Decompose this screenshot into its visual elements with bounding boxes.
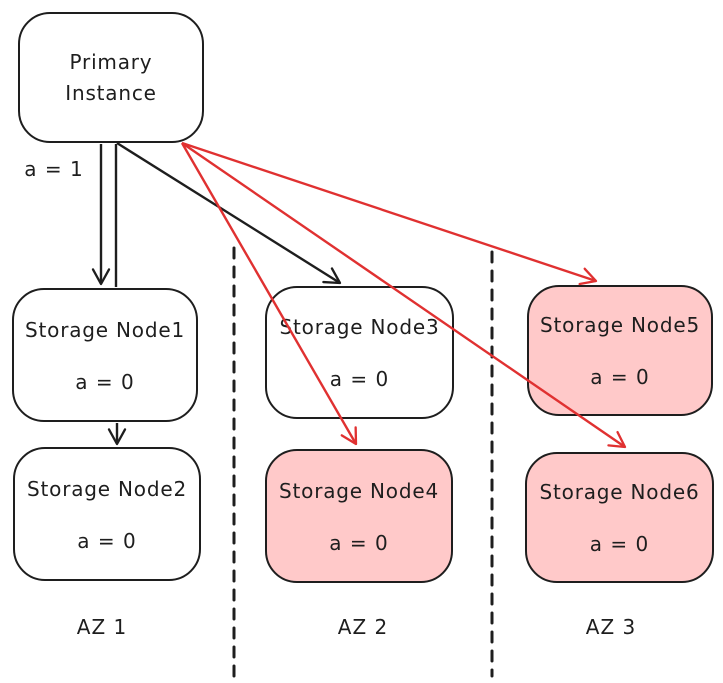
storage-node-2-value: a = 0 — [77, 528, 137, 553]
arrow-primary-to-node5 — [181, 141, 598, 286]
storage-node-4-value: a = 0 — [329, 530, 389, 555]
edge-label-a-equals-1: a = 1 — [24, 157, 84, 181]
storage-node-2-label: Storage Node2 — [27, 476, 187, 501]
storage-node-1-label: Storage Node1 — [25, 317, 185, 342]
storage-node-3: Storage Node3 a = 0 — [265, 286, 454, 419]
storage-node-6: Storage Node6 a = 0 — [525, 452, 714, 583]
arrow-primary-to-node3 — [116, 141, 342, 285]
zone-label-az3: AZ 3 — [585, 615, 637, 639]
storage-node-1-value: a = 0 — [75, 369, 135, 394]
storage-node-1: Storage Node1 a = 0 — [12, 288, 198, 422]
storage-node-5: Storage Node5 a = 0 — [527, 285, 713, 416]
storage-node-4: Storage Node4 a = 0 — [265, 449, 453, 583]
storage-node-6-value: a = 0 — [589, 532, 650, 556]
zone-label-az2: AZ 2 — [337, 615, 389, 639]
storage-node-2: Storage Node2 a = 0 — [13, 447, 201, 581]
primary-label-line2: Instance — [65, 80, 157, 105]
primary-instance-node: Primary Instance — [18, 12, 204, 143]
storage-node-6-label: Storage Node6 — [539, 480, 700, 504]
storage-node-5-label: Storage Node5 — [540, 313, 700, 337]
storage-node-3-label: Storage Node3 — [279, 315, 440, 339]
zone-label-az1: AZ 1 — [76, 615, 128, 639]
storage-node-5-value: a = 0 — [590, 365, 650, 389]
storage-node-3-value: a = 0 — [329, 367, 390, 391]
storage-node-4-label: Storage Node4 — [279, 478, 439, 503]
primary-label-line1: Primary — [69, 49, 153, 74]
